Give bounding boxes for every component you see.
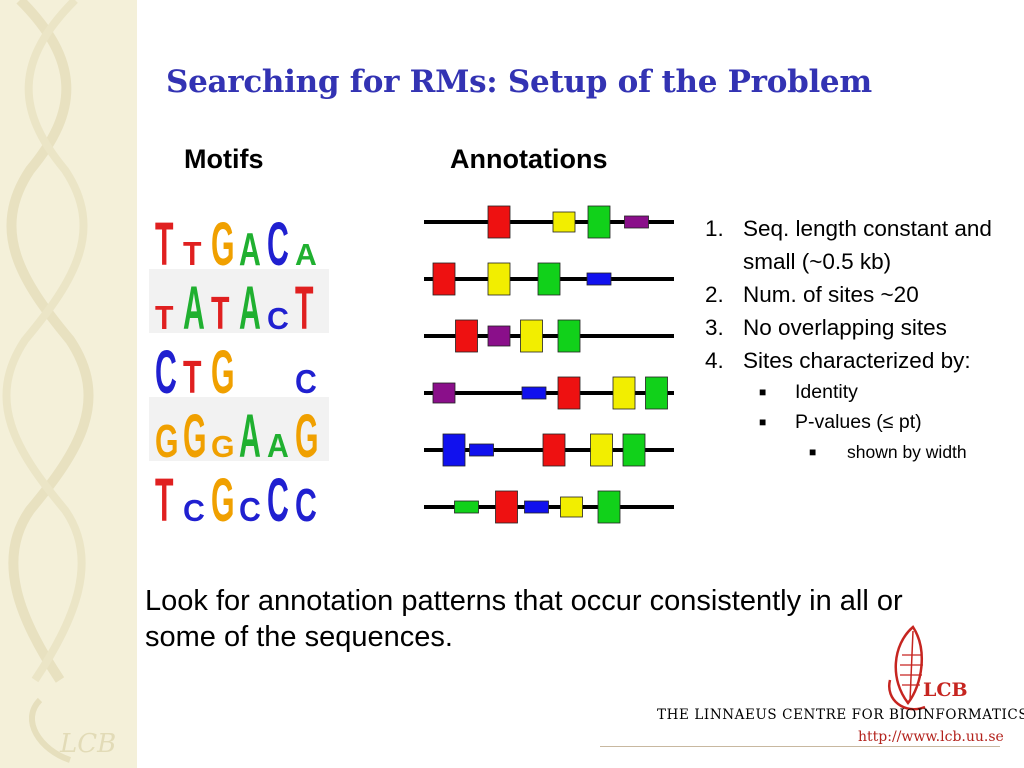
annotation-site-purple bbox=[487, 325, 511, 347]
lcb-url-link[interactable]: http://www.lcb.uu.se bbox=[858, 729, 1004, 745]
problem-properties: 1.Seq. length constant and small (~0.5 k… bbox=[705, 212, 1020, 467]
sidebar-logo-watermark: LCB bbox=[59, 729, 116, 759]
pvalue-note: ■shown by width bbox=[743, 437, 1020, 467]
motif-logo-background bbox=[149, 269, 329, 333]
annotation-site-yellow bbox=[552, 211, 576, 233]
motif-letter: G bbox=[183, 402, 207, 470]
annotation-site-purple bbox=[432, 382, 456, 404]
motif-letter: C bbox=[267, 210, 289, 278]
motif-logo-background bbox=[149, 461, 329, 525]
characteristics-list: ■Identity ■P-values (≤ pt) ■shown by wid… bbox=[743, 377, 1020, 467]
sidebar-decoration: LCB bbox=[0, 0, 137, 768]
motif-letter: G bbox=[211, 466, 235, 525]
dna-helix-watermark: LCB bbox=[2, 0, 116, 763]
motif-letter: T bbox=[155, 298, 174, 336]
square-bullet-icon: ■ bbox=[809, 445, 817, 459]
motif-letter: C bbox=[239, 490, 261, 525]
motif-letter: T bbox=[155, 466, 173, 525]
lcb-leaf-logo bbox=[887, 625, 926, 711]
motif-letter: A bbox=[183, 274, 205, 342]
motif-letter: C bbox=[267, 302, 289, 336]
annotation-site-blue bbox=[469, 443, 494, 457]
annotation-site-red bbox=[542, 433, 566, 467]
property-item: 4.Sites characterized by: ■Identity ■P-v… bbox=[705, 344, 1020, 467]
motif-logo-background bbox=[149, 397, 329, 461]
motif-letter: G bbox=[155, 417, 179, 468]
sequence-line bbox=[424, 505, 674, 509]
motif-letter: C bbox=[267, 466, 289, 525]
motif-letter: A bbox=[239, 402, 261, 470]
motif-letter: T bbox=[183, 353, 202, 404]
annotation-site-green bbox=[597, 490, 621, 524]
characteristic-identity: ■Identity bbox=[743, 377, 1020, 407]
annotation-site-green bbox=[537, 262, 561, 296]
annotation-site-red bbox=[455, 319, 478, 353]
motif-letter: C bbox=[155, 338, 177, 406]
annotation-site-red bbox=[557, 376, 581, 410]
properties-list: 1.Seq. length constant and small (~0.5 k… bbox=[705, 212, 1020, 467]
motif-letter: A bbox=[267, 426, 289, 464]
motif-letter: A bbox=[239, 274, 261, 342]
annotation-site-red bbox=[487, 205, 511, 239]
square-bullet-icon: ■ bbox=[759, 415, 767, 429]
motif-letter: T bbox=[183, 234, 202, 272]
motif-letter: T bbox=[295, 274, 313, 342]
footer-divider bbox=[600, 746, 1000, 747]
annotation-site-green bbox=[587, 205, 611, 239]
conclusion-text: Look for annotation patterns that occur … bbox=[145, 585, 903, 653]
annotation-sequences bbox=[424, 205, 674, 524]
motif-letter: T bbox=[155, 210, 173, 278]
annotation-site-yellow bbox=[520, 319, 543, 353]
annotation-site-green bbox=[645, 376, 668, 410]
annotation-site-yellow bbox=[560, 496, 583, 518]
pvalue-note-list: ■shown by width bbox=[795, 437, 1020, 467]
property-item: 2.Num. of sites ~20 bbox=[705, 282, 919, 307]
centre-name: THE LINNAEUS CENTRE FOR BIOINFORMATICS bbox=[657, 707, 1024, 723]
motif-letter: T bbox=[211, 289, 230, 340]
annotation-site-green bbox=[454, 500, 479, 514]
motif-logo-background bbox=[149, 205, 329, 269]
motif-letter: G bbox=[211, 338, 235, 406]
motif-logo-background bbox=[149, 333, 329, 397]
annotation-site-yellow bbox=[590, 433, 613, 467]
sequence-line bbox=[424, 334, 674, 338]
annotations-heading: Annotations bbox=[450, 144, 608, 174]
annotation-site-blue bbox=[586, 272, 612, 286]
annotation-site-green bbox=[557, 319, 581, 353]
slide-title: Searching for RMs: Setup of the Problem bbox=[166, 64, 872, 100]
characteristic-pvalues: ■P-values (≤ pt) ■shown by width bbox=[743, 407, 1020, 467]
property-item: 1.Seq. length constant and small (~0.5 k… bbox=[705, 216, 992, 274]
annotation-site-yellow bbox=[487, 262, 511, 296]
motif-letter: C bbox=[295, 481, 317, 525]
motif-letter: C bbox=[295, 362, 317, 400]
property-item: 3.No overlapping sites bbox=[705, 315, 947, 340]
annotation-site-green bbox=[622, 433, 646, 467]
square-bullet-icon: ■ bbox=[759, 385, 767, 399]
annotation-site-blue bbox=[521, 386, 547, 400]
annotation-site-red bbox=[432, 262, 456, 296]
motifs-heading: Motifs bbox=[184, 144, 264, 174]
motif-letter: G bbox=[211, 210, 235, 278]
sequence-line bbox=[424, 391, 674, 395]
motif-letter: A bbox=[239, 225, 261, 276]
motif-letter: G bbox=[211, 430, 235, 464]
lcb-logo-text: LCB bbox=[923, 679, 968, 701]
motif-letter: A bbox=[295, 238, 317, 272]
annotation-site-purple bbox=[624, 215, 649, 229]
motif-letter: G bbox=[295, 402, 319, 470]
annotation-site-blue bbox=[442, 433, 466, 467]
annotation-site-blue bbox=[524, 500, 549, 514]
sequence-line bbox=[424, 220, 674, 224]
motif-letter: C bbox=[183, 494, 205, 525]
annotation-site-yellow bbox=[612, 376, 636, 410]
annotation-site-red bbox=[495, 490, 518, 524]
